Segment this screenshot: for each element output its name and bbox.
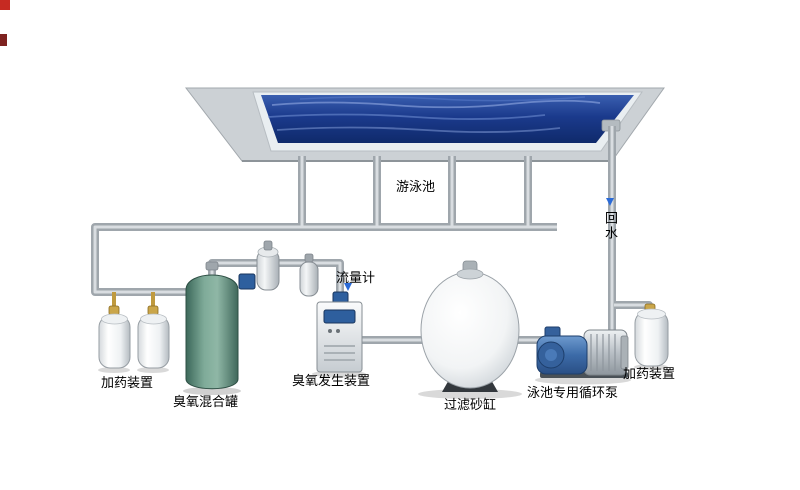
- swimming-pool: [184, 87, 665, 162]
- flow-meter-arrow-icon: [344, 283, 352, 291]
- label-dosing-device-left: 加药装置: [101, 375, 154, 390]
- label-pool: 游泳池: [396, 179, 436, 194]
- return-water-arrow-icon: [606, 198, 614, 206]
- mixing-tank-controller: [238, 273, 256, 290]
- injector-canister-1: [256, 240, 280, 291]
- label-sand-filter: 过滤砂缸: [444, 397, 497, 412]
- label-return-water: 回水: [602, 211, 618, 241]
- label-circulation-pump: 泳池专用循环泵: [527, 385, 619, 400]
- sand-filter: [418, 260, 522, 399]
- watermark-artifact: [0, 0, 10, 46]
- ozone-generator: [312, 301, 366, 378]
- label-dosing-device-right: 加药装置: [623, 366, 676, 381]
- ozone-mixing-tank: [183, 261, 256, 395]
- label-ozone-generator: 臭氧发生装置: [292, 373, 371, 388]
- injector-canister-2: [299, 253, 319, 297]
- label-ozone-mixing-tank: 臭氧混合罐: [173, 394, 239, 409]
- circulation-pump: [535, 326, 631, 385]
- dosing-device-right: [634, 308, 669, 370]
- label-flow-meter: 流量计: [336, 270, 376, 285]
- dosing-device-left: [98, 313, 170, 373]
